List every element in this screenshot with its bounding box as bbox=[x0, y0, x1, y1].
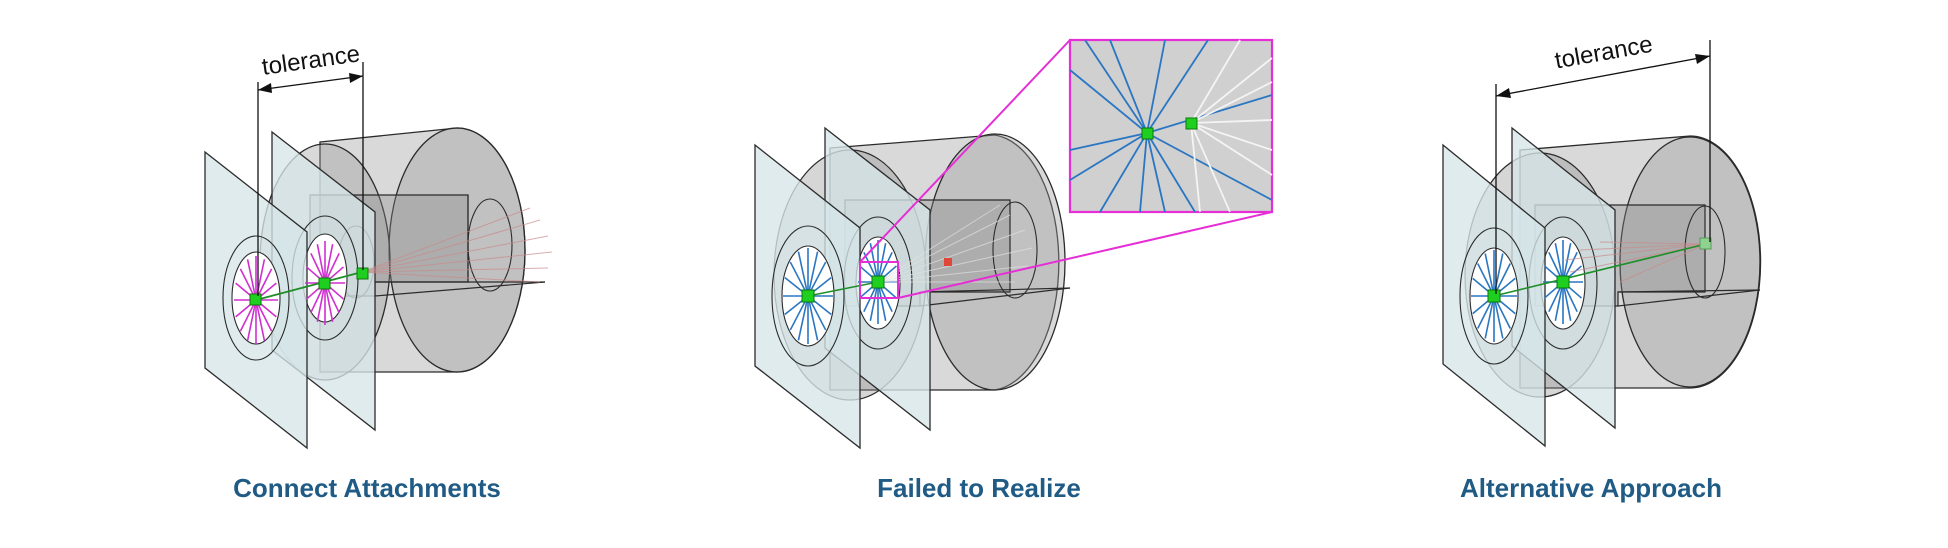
search-ray bbox=[361, 235, 549, 273]
zoom-spider-leg bbox=[1084, 39, 1148, 134]
spider-leg bbox=[324, 244, 334, 284]
zoom-spider-leg bbox=[1099, 132, 1148, 213]
search-ray bbox=[877, 247, 1033, 283]
search-ray bbox=[1569, 243, 1707, 273]
zoom-spider-lines bbox=[1069, 39, 1273, 213]
search-ray bbox=[361, 207, 531, 273]
search-ray bbox=[361, 271, 541, 283]
zoom-search-ray bbox=[1190, 81, 1273, 124]
search-ray bbox=[1564, 243, 1707, 261]
zoom-search-ray bbox=[1190, 39, 1241, 124]
spider-leg bbox=[246, 299, 257, 341]
tolerance-label: tolerance bbox=[1553, 31, 1655, 75]
search-ray bbox=[1579, 243, 1707, 251]
zoom-search-ray bbox=[1190, 57, 1273, 124]
zoom-search-ray bbox=[1190, 122, 1201, 213]
zoom-search-ray bbox=[1190, 122, 1273, 176]
spider-leg bbox=[1484, 253, 1495, 297]
spider-leg bbox=[1484, 295, 1495, 339]
zoom-spider-leg bbox=[1069, 132, 1148, 181]
zoom-node-spider bbox=[1141, 127, 1154, 140]
node-front bbox=[801, 289, 815, 303]
zoom-spider-leg bbox=[1146, 132, 1196, 213]
spider-leg bbox=[797, 251, 809, 297]
node-middle bbox=[318, 277, 331, 290]
node-rear bbox=[1556, 275, 1570, 289]
search-ray bbox=[361, 267, 549, 273]
magnifier-inset bbox=[859, 38, 1274, 299]
zoom-search-ray bbox=[1190, 122, 1231, 213]
search-rays bbox=[361, 207, 553, 283]
search-ray bbox=[361, 251, 553, 273]
spider-leg bbox=[255, 299, 266, 341]
connector-line bbox=[1493, 243, 1707, 297]
spider-leg bbox=[807, 251, 819, 297]
panel-alternative-approach: tolerance Alternative Approach bbox=[1442, 31, 1762, 503]
zoom-spider-leg bbox=[1146, 39, 1209, 134]
zoom-spider-leg bbox=[1146, 39, 1166, 134]
failed-point bbox=[944, 258, 952, 266]
zoom-search-ray bbox=[1190, 122, 1273, 151]
search-ray bbox=[877, 229, 1026, 283]
tolerance-label: tolerance bbox=[260, 40, 362, 80]
zoom-spider-leg bbox=[1069, 132, 1148, 151]
caption-failed-to-realize: Failed to Realize bbox=[877, 473, 1081, 503]
zoom-spider-leg bbox=[1109, 39, 1148, 134]
zoom-node-target bbox=[1185, 117, 1198, 130]
spider-leg bbox=[246, 259, 257, 301]
node-rear bbox=[871, 275, 885, 289]
node-front bbox=[1487, 289, 1501, 303]
node-front bbox=[249, 293, 262, 306]
spider-leg bbox=[797, 295, 809, 341]
search-ray bbox=[1599, 241, 1707, 245]
panel-failed-to-realize: Failed to Realize bbox=[754, 38, 1274, 503]
search-ray bbox=[877, 214, 1011, 283]
spider-leg bbox=[807, 295, 819, 341]
connector-line bbox=[807, 281, 879, 297]
zoom-spider-leg bbox=[1139, 132, 1148, 213]
zoom-search-ray bbox=[1190, 119, 1273, 124]
connector-line bbox=[255, 271, 363, 301]
panel-connect-attachments: tolerance Connect Attachments bbox=[204, 40, 553, 503]
caption-connect-attachments: Connect Attachments bbox=[233, 473, 501, 503]
tolerance-dimension: tolerance bbox=[257, 40, 364, 296]
caption-alternative-approach: Alternative Approach bbox=[1460, 473, 1722, 503]
zoom-spider-leg bbox=[1146, 132, 1166, 213]
node-target bbox=[1699, 237, 1712, 250]
search-ray bbox=[877, 265, 1029, 283]
spider-leg bbox=[1493, 295, 1504, 339]
search-ray bbox=[1619, 243, 1707, 283]
search-rays bbox=[1564, 241, 1707, 283]
search-ray bbox=[361, 219, 541, 273]
spider-leg bbox=[316, 244, 326, 284]
zoom-spider-leg bbox=[1069, 69, 1148, 134]
